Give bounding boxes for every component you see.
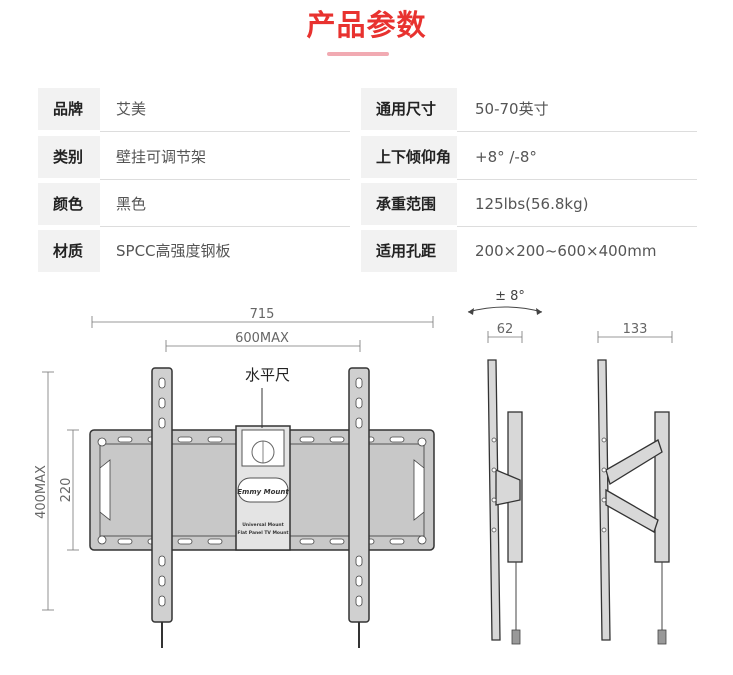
spec-label-size: 通用尺寸 — [361, 88, 457, 130]
spec-value-tilt: +8° /-8° — [475, 148, 537, 166]
spec-label-material: 材质 — [38, 230, 100, 272]
row-divider — [100, 131, 350, 132]
level-label: 水平尺 — [245, 366, 290, 384]
min-depth-label: 62 — [497, 322, 514, 337]
title-underline — [327, 52, 389, 56]
spec-value-brand: 艾美 — [116, 100, 147, 118]
spec-label-brand: 品牌 — [38, 88, 100, 130]
spec-label-tilt: 上下倾仰角 — [361, 136, 457, 178]
brand-logo-text: Emmy Mount — [237, 488, 289, 496]
plate-text-1: Universal Mount — [242, 522, 284, 528]
inner-height-label: 220 — [59, 478, 74, 503]
row-divider — [100, 179, 350, 180]
side-view-diagram: ± 8° 62 133 — [467, 289, 673, 645]
spec-label-load: 承重范围 — [361, 183, 457, 225]
front-view-diagram: 715 600MAX 400MAX 220 — [34, 307, 435, 648]
max-depth-label: 133 — [623, 322, 648, 337]
spec-value-load: 125lbs(56.8kg) — [475, 195, 589, 213]
spec-label-color: 颜色 — [38, 183, 100, 225]
width-dimension-label: 715 — [250, 307, 275, 322]
spec-value-category: 壁挂可调节架 — [116, 148, 207, 166]
row-divider — [457, 131, 697, 132]
page-title: 产品参数 — [306, 8, 427, 42]
row-divider — [457, 226, 697, 227]
spec-value-size: 50-70英寸 — [475, 100, 549, 118]
spec-value-color: 黑色 — [116, 195, 147, 213]
max-width-label: 600MAX — [235, 331, 289, 346]
row-divider — [100, 226, 350, 227]
spec-value-hole-spacing: 200×200~600×400mm — [475, 242, 657, 260]
spec-label-category: 类别 — [38, 136, 100, 178]
tilt-label: ± 8° — [495, 289, 525, 304]
max-height-label: 400MAX — [34, 465, 49, 519]
spec-value-material: SPCC高强度钢板 — [116, 242, 231, 260]
row-divider — [457, 179, 697, 180]
spec-label-hole-spacing: 适用孔距 — [361, 230, 457, 272]
plate-text-2: Flat Panel TV Mount — [237, 530, 289, 536]
spec-table: 品牌 艾美 通用尺寸 50-70英寸 类别 壁挂可调节架 上下倾仰角 +8° /… — [0, 88, 733, 274]
